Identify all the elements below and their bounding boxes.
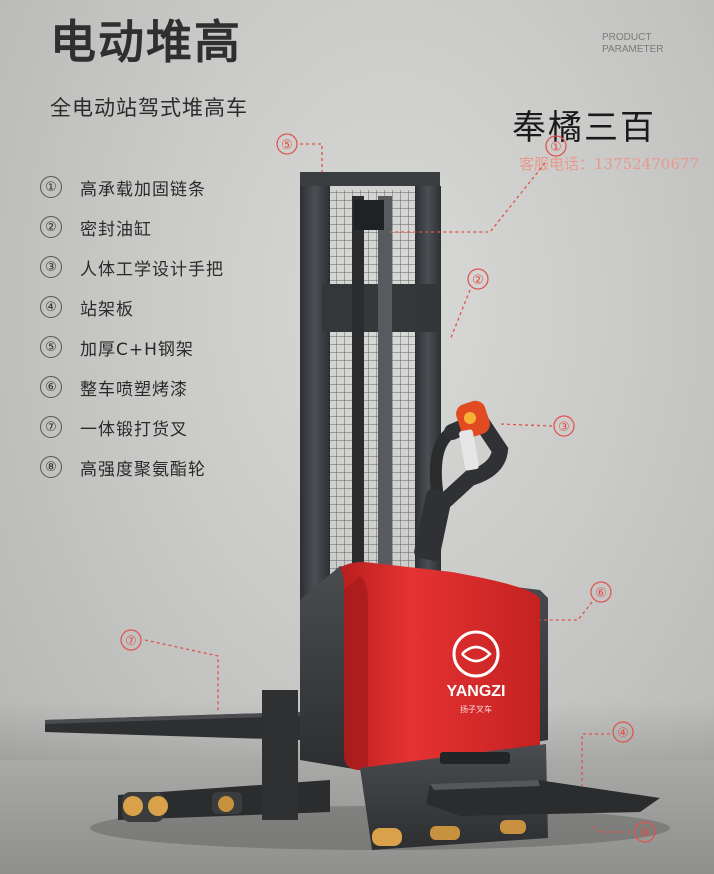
feature-item: ⑥ 整车喷塑烤漆	[40, 367, 224, 407]
feature-number: ④	[40, 296, 62, 318]
feature-label: 人体工学设计手把	[80, 259, 224, 280]
standing-platform	[426, 780, 660, 816]
feature-item: ② 密封油缸	[40, 207, 224, 247]
callout-1: ①	[550, 140, 562, 155]
drive-wheels	[372, 820, 526, 846]
callout-7: ⑦	[125, 634, 137, 649]
param-line-2: PARAMETER	[602, 44, 664, 55]
feature-label: 加厚C+H钢架	[80, 339, 194, 360]
feature-number: ②	[40, 216, 62, 238]
drive-wheel	[430, 826, 460, 840]
feature-number: ⑦	[40, 416, 62, 438]
feature-item: ⑦ 一体锻打货叉	[40, 407, 224, 447]
callout-3: ③	[558, 420, 570, 435]
feature-number: ⑤	[40, 336, 62, 358]
feature-label: 整车喷塑烤漆	[80, 379, 188, 400]
callout-8: ⑧	[639, 826, 651, 841]
feature-item: ③ 人体工学设计手把	[40, 247, 224, 287]
callout-6: ⑥	[595, 586, 607, 601]
feature-label: 高承载加固链条	[80, 179, 206, 200]
feature-item: ④ 站架板	[40, 287, 224, 327]
lift-chain	[352, 196, 364, 576]
load-wheel	[123, 796, 143, 816]
product-parameter-label: PRODUCT PARAMETER	[602, 32, 664, 56]
feature-label: 站架板	[80, 299, 134, 320]
feature-item: ① 高承载加固链条	[40, 167, 224, 207]
feature-number: ⑥	[40, 376, 62, 398]
contact-phone: 客服电话：13752470677	[519, 155, 699, 173]
feature-number: ①	[40, 176, 62, 198]
load-wheel	[218, 796, 234, 812]
param-line-1: PRODUCT	[602, 32, 652, 43]
drive-wheel	[500, 820, 526, 834]
page-title: 电动堆高	[50, 15, 242, 69]
callout-lines	[144, 143, 630, 833]
feature-list: ① 高承载加固链条 ② 密封油缸 ③ 人体工学设计手把 ④ 站架板 ⑤ 加厚C+H钢架 ⑥…	[40, 167, 224, 487]
callout-2: ②	[472, 273, 484, 288]
brand-watermark: 奉橘三百	[512, 108, 656, 148]
fork-carriage	[262, 690, 298, 820]
brand-logo-icon	[452, 630, 500, 678]
load-wheel	[148, 796, 168, 816]
feature-item: ⑤ 加厚C+H钢架	[40, 327, 224, 367]
control-handle	[414, 400, 509, 561]
product-logo-text: YANGZI	[447, 683, 506, 700]
feature-label: 一体锻打货叉	[80, 419, 188, 440]
feature-label: 密封油缸	[80, 219, 152, 240]
safety-mesh	[330, 190, 415, 580]
oil-cylinder	[378, 196, 392, 576]
page-subtitle: 全电动站驾式堆高车	[50, 96, 248, 120]
callout-markers: ① ② ③ ④ ⑤ ⑥ ⑦ ⑧	[120, 133, 656, 843]
feature-number: ⑧	[40, 456, 62, 478]
product-logo-sub: 扬子叉车	[460, 704, 492, 714]
feature-number: ③	[40, 256, 62, 278]
drive-wheel	[372, 828, 402, 846]
feature-item: ⑧ 高强度聚氨酯轮	[40, 447, 224, 487]
mast	[300, 172, 441, 752]
feature-label: 高强度聚氨酯轮	[80, 459, 206, 480]
callout-4: ④	[617, 726, 629, 741]
callout-5: ⑤	[281, 138, 293, 153]
